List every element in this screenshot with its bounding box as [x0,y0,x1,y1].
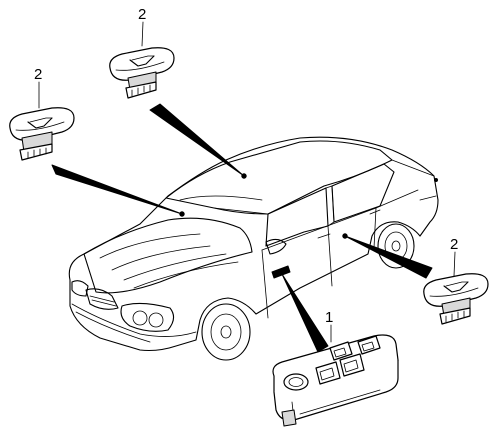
car-illustration [68,136,439,361]
leader-left-switch [51,164,183,215]
callout-switch-top: 2 [138,6,146,23]
callout-switch-right: 2 [450,236,458,253]
window-switch-right [423,273,489,325]
window-switch-left [9,107,75,161]
leader-top-switch [149,103,245,177]
master-window-switch [272,334,399,427]
leader-right-switch [344,235,433,279]
callout-master-switch: 1 [325,309,333,326]
leader-master-switch [281,273,329,353]
leader-lines [51,103,433,353]
callout-switch-left: 2 [34,66,42,83]
window-switch-top [109,47,175,99]
